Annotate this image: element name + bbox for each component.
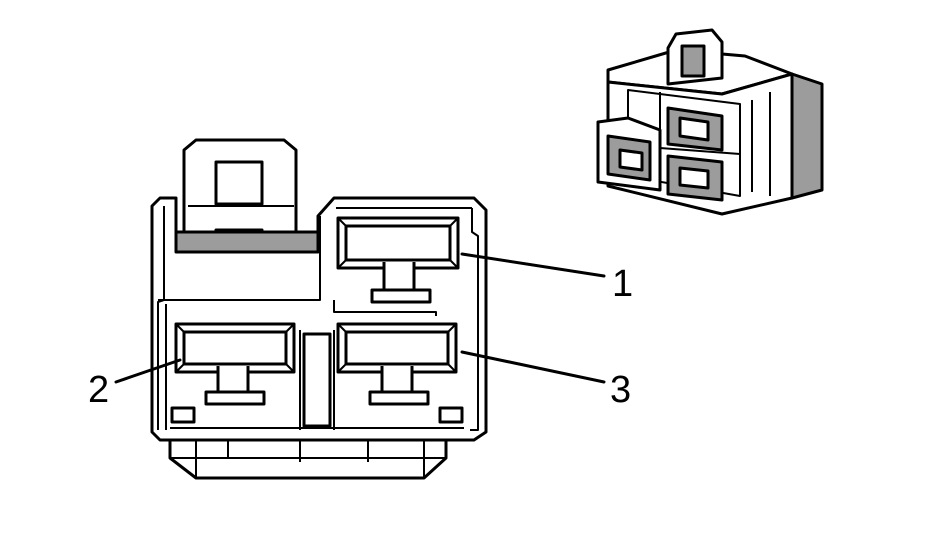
pin-label-2: 2 bbox=[88, 369, 109, 411]
connector-front-view bbox=[150, 138, 488, 480]
leader-line-2 bbox=[114, 358, 182, 384]
leader-line-3 bbox=[460, 350, 606, 384]
connector-isometric-view bbox=[596, 28, 824, 216]
leader-line-1 bbox=[460, 252, 606, 278]
terminal-cavity-3 bbox=[336, 322, 458, 406]
terminal-cavity-2 bbox=[174, 322, 296, 406]
leader-lines bbox=[114, 252, 606, 384]
terminal-cavity-1 bbox=[336, 216, 460, 304]
pin-label-3: 3 bbox=[610, 369, 631, 411]
pin-label-1: 1 bbox=[612, 263, 633, 305]
